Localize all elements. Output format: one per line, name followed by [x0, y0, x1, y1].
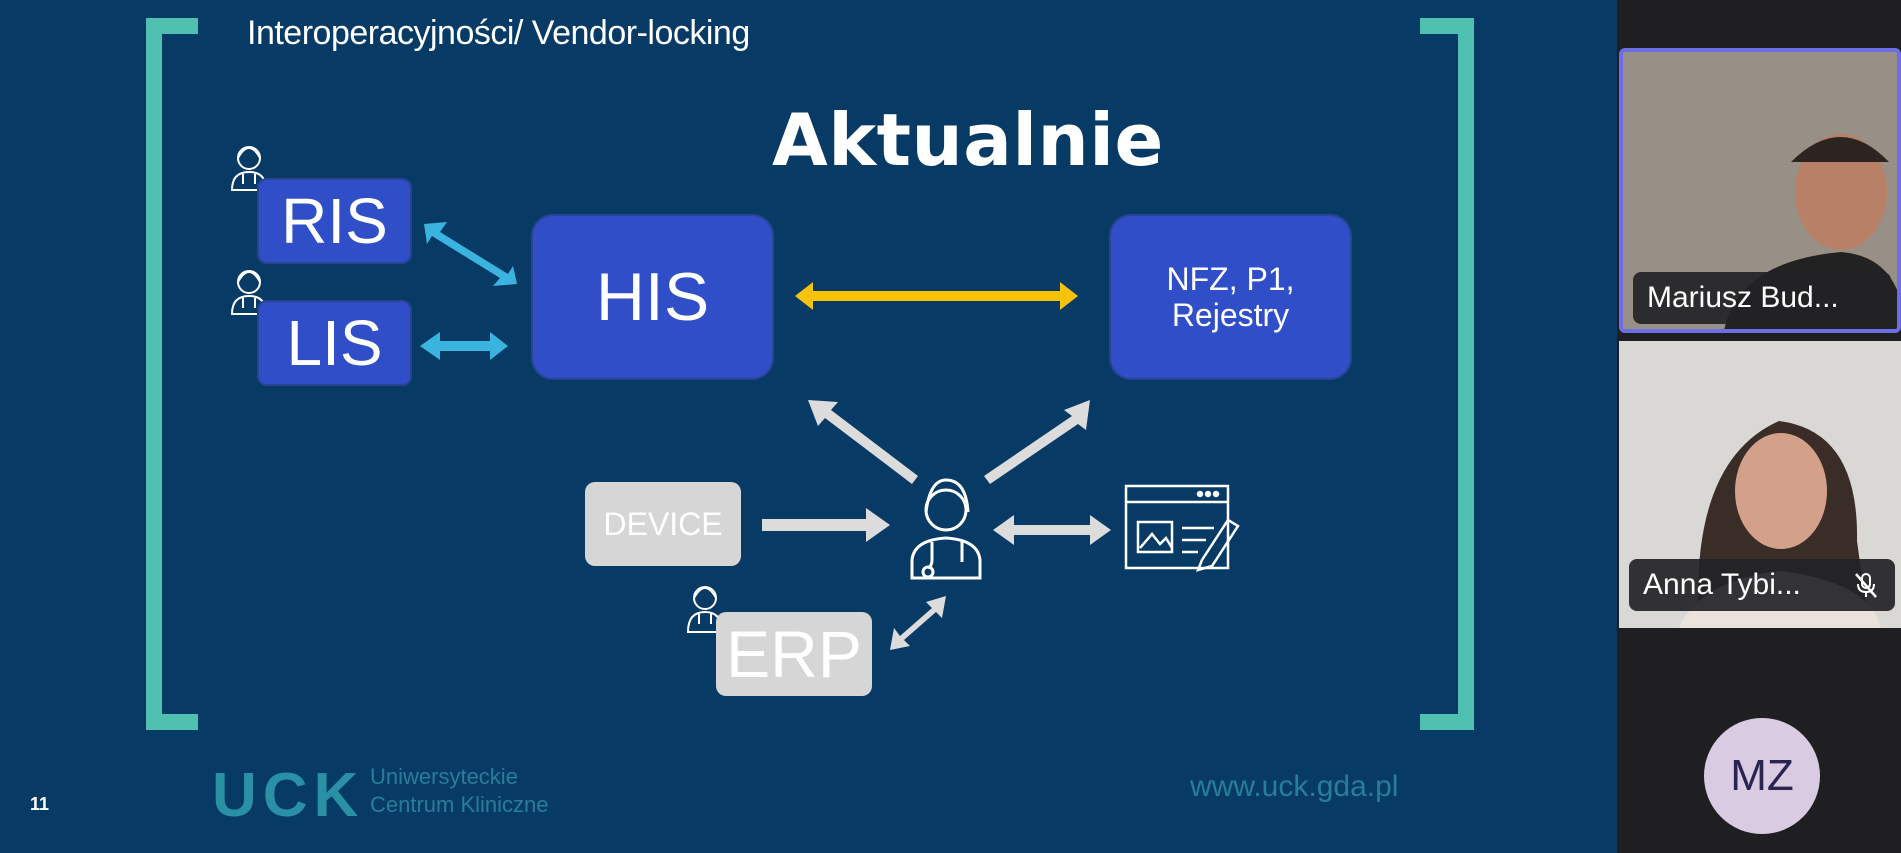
arrow-doctor-his: [808, 400, 918, 484]
participant-name-tag: Anna Tybi...: [1629, 559, 1895, 611]
website-url: www.uck.gda.pl: [1190, 770, 1399, 803]
his-box: HIS: [531, 214, 774, 380]
right-bracket: [1420, 18, 1474, 730]
slide-title: Interoperacyjności/ Vendor-locking: [247, 14, 750, 52]
presentation-slide: Interoperacyjności/ Vendor-locking Aktua…: [0, 0, 1617, 853]
arrow-lis-his: [420, 332, 508, 360]
arrow-his-nfz: [795, 282, 1078, 310]
doctor-icon-central: [910, 478, 982, 580]
logo-subtitle-line2: Centrum Kliniczne: [370, 792, 549, 817]
diagram-graphics: [146, 18, 1474, 730]
participant-name: Mariusz Bud...: [1647, 281, 1839, 314]
participant-name-tag: Mariusz Bud...: [1633, 272, 1891, 324]
arrow-erp-doctor: [890, 596, 946, 650]
participant-name: Anna Tybi...: [1643, 568, 1801, 601]
slide-heading: Aktualnie: [772, 98, 1164, 182]
participant-tile-mariusz[interactable]: Mariusz Bud...: [1619, 48, 1901, 333]
uck-logo: UCK: [212, 761, 365, 830]
device-box: DEVICE: [585, 482, 741, 566]
nfz-label-line2: Rejestry: [1171, 297, 1290, 333]
ris-box: RIS: [257, 178, 412, 264]
erp-box: ERP: [716, 612, 872, 696]
left-bracket: [146, 18, 198, 730]
arrow-ris-his: [424, 222, 517, 286]
arrow-doctor-document: [993, 515, 1111, 545]
lis-box: LIS: [257, 300, 412, 386]
nfz-box: NFZ, P1, Rejestry: [1109, 214, 1352, 380]
document-edit-icon: [1124, 484, 1240, 572]
logo-subtitle-line1: Uniwersyteckie: [370, 764, 518, 789]
nfz-label-line1: NFZ, P1,: [1166, 261, 1295, 297]
avatar: MZ: [1704, 718, 1820, 834]
participant-tile-anna[interactable]: Anna Tybi...: [1619, 341, 1901, 628]
uck-logo-subtitle: Uniwersyteckie Centrum Kliniczne: [370, 763, 549, 819]
arrow-doctor-nfz: [984, 400, 1090, 484]
arrow-device-doctor: [762, 508, 890, 542]
slide-page-number: 11: [30, 794, 50, 814]
microphone-muted-icon: [1855, 573, 1877, 598]
